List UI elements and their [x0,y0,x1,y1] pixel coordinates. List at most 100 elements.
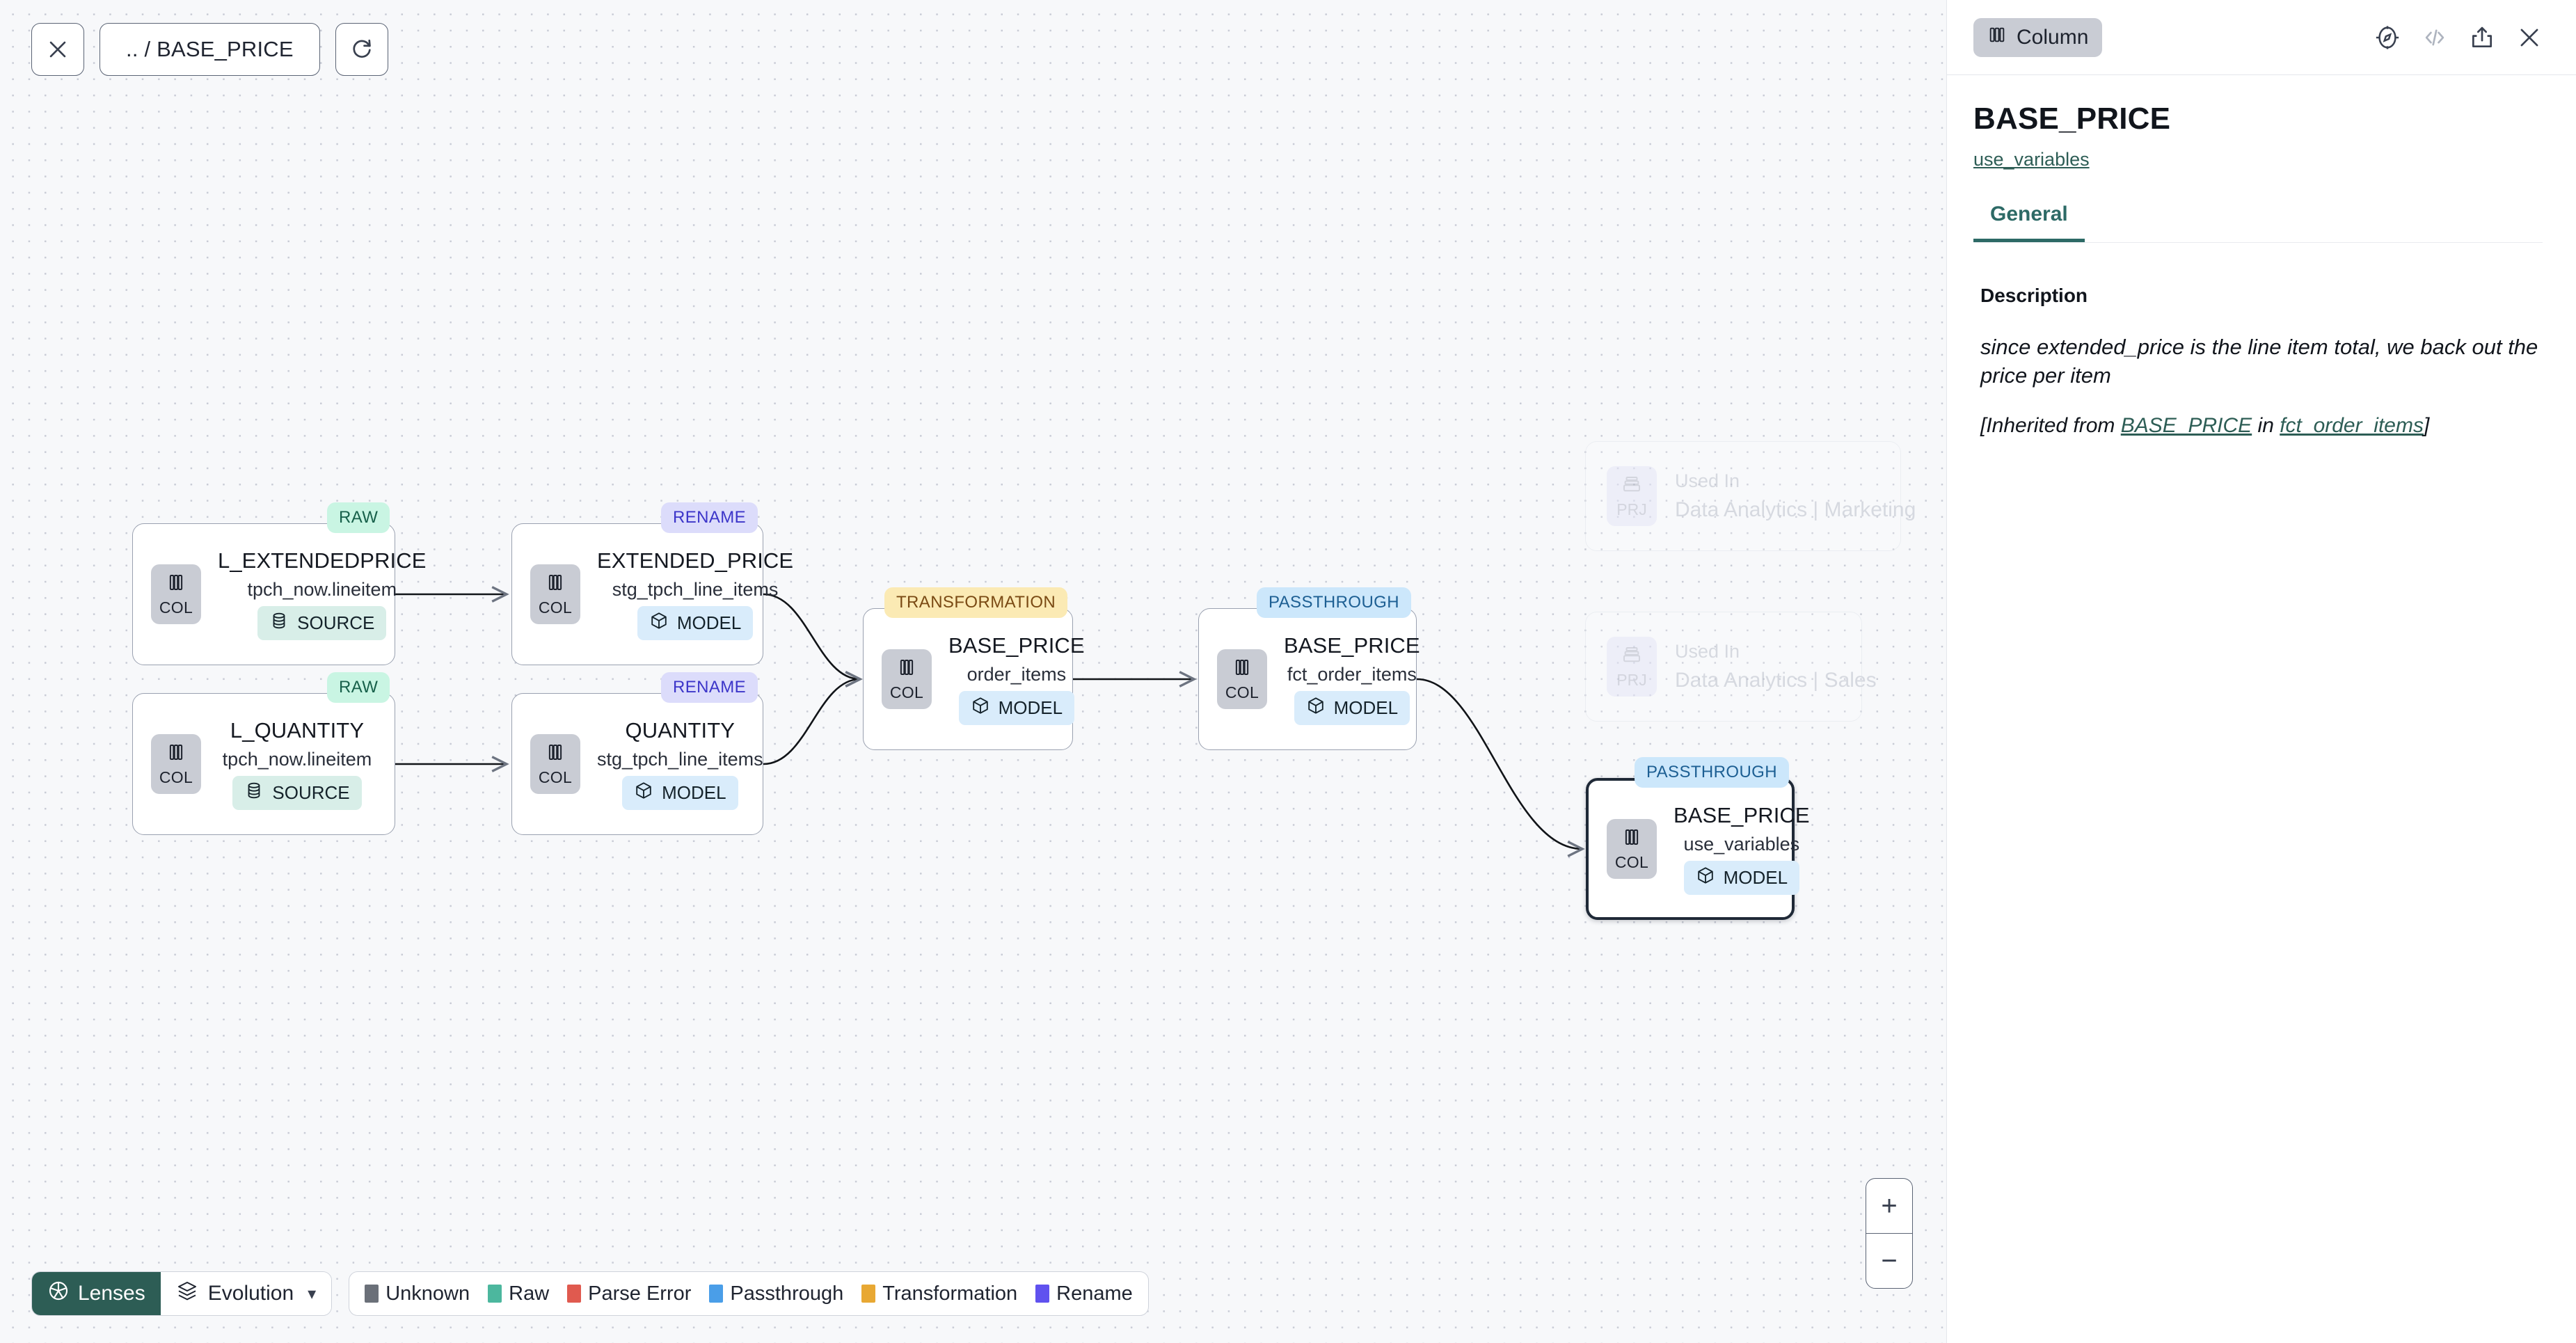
project-chip-label: PRJ [1616,670,1647,689]
inherited-mid: in [2252,413,2280,437]
close-icon[interactable] [2516,24,2543,51]
chevron-down-icon: ▾ [308,1284,317,1303]
project-chip-label: PRJ [1616,500,1647,518]
column-chip: COL [1217,649,1267,709]
evolution-dropdown[interactable]: Evolution ▾ [160,1272,332,1315]
legend-item[interactable]: Unknown [365,1282,470,1305]
evolution-label: Evolution [207,1282,294,1305]
lineage-node-subtitle: tpch_now.lineitem [222,749,372,770]
lineage-node-type-tag: RAW [327,672,390,703]
lineage-node-kind-label: MODEL [1723,867,1788,888]
column-chip: COL [151,734,201,794]
parent-model-link[interactable]: use_variables [1973,149,2090,170]
column-chip-label: COL [159,598,193,617]
cube-icon [971,696,990,720]
lineage-node-type-tag: RENAME [661,502,758,533]
lineage-node-title: L_QUANTITY [230,718,365,742]
layers-icon [176,1280,198,1308]
lineage-node-kind-badge: SOURCE [232,776,362,810]
breadcrumb[interactable]: .. / BASE_PRICE [100,23,320,76]
zoom-out-button[interactable]: − [1881,1245,1898,1276]
description-text: since extended_price is the line item to… [1980,335,2538,388]
used-in-project: Data Analytics | Marketing [1675,498,1916,521]
column-chip-label: COL [538,768,573,786]
canvas-topbar: .. / BASE_PRICE [31,23,388,76]
column-icon [166,742,186,766]
legend-swatch [567,1285,582,1303]
zoom-in-button[interactable]: + [1881,1190,1898,1221]
legend-label: Parse Error [588,1282,692,1305]
project-icon [1621,474,1642,498]
code-icon[interactable] [2422,24,2448,51]
lineage-node-kind-label: MODEL [1333,697,1399,718]
lineage-node-type-tag: RENAME [661,672,758,703]
tab-general[interactable]: General [1973,202,2085,242]
legend-swatch [488,1285,502,1303]
lineage-node-kind-label: MODEL [676,612,742,633]
cube-icon [649,611,669,635]
column-chip-label: COL [889,683,924,701]
lineage-node-type-tag: TRANSFORMATION [884,587,1068,618]
entity-type-badge: Column [1973,17,2103,57]
lineage-node-kind-label: MODEL [662,782,726,803]
inherited-suffix: ] [2423,413,2430,437]
project-chip: PRJ [1607,637,1657,697]
details-panel-body: BASE_PRICE use_variables General [1947,75,2576,243]
database-icon [244,781,264,805]
column-icon [1987,25,2007,50]
inherited-column-link[interactable]: BASE_PRICE [2120,413,2252,437]
refresh-button[interactable] [335,23,388,76]
lineage-node-type-tag: PASSTHROUGH [1257,587,1411,618]
lineage-node-title: EXTENDED_PRICE [597,548,794,573]
column-icon [166,572,186,596]
details-panel: Column [1946,0,2576,1343]
legend-item[interactable]: Raw [488,1282,549,1305]
lenses-group: Lenses Evolution ▾ [31,1271,333,1316]
lenses-button[interactable]: Lenses [32,1272,161,1315]
legend-item[interactable]: Parse Error [567,1282,691,1305]
inherited-model-link[interactable]: fct_order_items [2280,413,2424,437]
legend-item[interactable]: Rename [1035,1282,1133,1305]
used-in-project: Data Analytics | Sales [1675,669,1877,692]
share-icon[interactable] [2469,24,2495,51]
close-graph-button[interactable] [31,23,84,76]
used-in-card[interactable]: PRJ Used In Data Analytics | Sales [1585,612,1877,722]
project-chip: PRJ [1607,466,1657,526]
inherited-prefix: [Inherited from [1980,413,2121,437]
legend-label: Transformation [882,1282,1018,1305]
lineage-node-title: QUANTITY [625,718,736,742]
lineage-node-kind-badge: MODEL [1683,861,1800,895]
legend-item[interactable]: Passthrough [709,1282,843,1305]
lineage-node-subtitle: stg_tpch_line_items [597,749,763,770]
aperture-icon [47,1280,70,1308]
lineage-node-type-tag: RAW [327,502,390,533]
legend-swatch [1035,1285,1050,1303]
legend-item[interactable]: Transformation [861,1282,1017,1305]
explore-icon[interactable] [2374,24,2401,51]
lineage-node-type-tag: PASSTHROUGH [1635,757,1789,788]
used-in-label: Used In [1675,641,1740,662]
details-panel-header: Column [1947,0,2576,75]
panel-action-icons [2374,24,2543,51]
lineage-node-kind-label: SOURCE [272,782,350,803]
